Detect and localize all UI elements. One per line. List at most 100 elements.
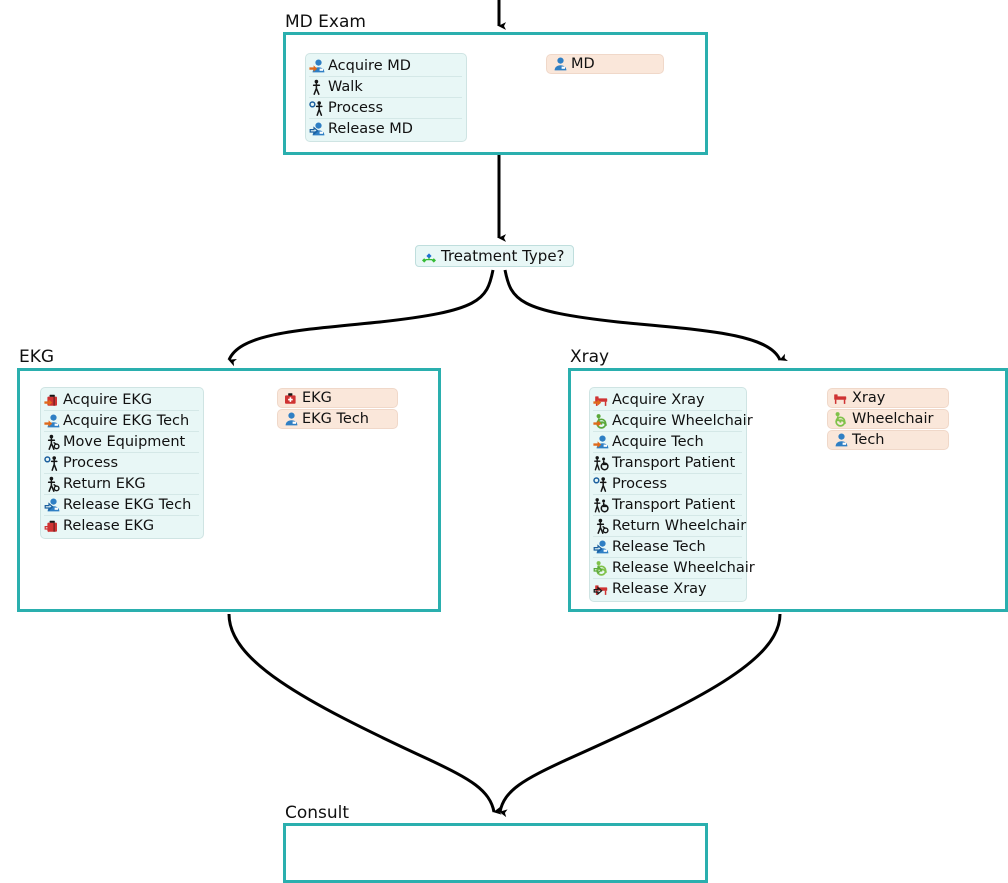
release-resource-icon — [309, 121, 325, 137]
transport-patient-icon — [593, 455, 609, 471]
activity-label: Process — [612, 476, 668, 492]
acquire-bed-icon — [593, 392, 609, 408]
activity-label: Acquire EKG — [63, 392, 153, 408]
resource-list-ekg[interactable]: EKG EKG Tech — [277, 388, 398, 430]
resource-label: Wheelchair — [852, 411, 934, 427]
resource-chip[interactable]: EKG — [277, 388, 398, 408]
activity-list-ekg[interactable]: Acquire EKG Acquire EKG Tech Move Equipm… — [40, 387, 204, 539]
lane-title-xray: Xray — [570, 347, 610, 367]
resource-chip[interactable]: EKG Tech — [277, 409, 398, 429]
acquire-resource-icon — [593, 434, 609, 450]
activity-row[interactable]: Move Equipment — [44, 432, 199, 453]
release-equipment-icon — [44, 518, 60, 534]
activity-row[interactable]: Process — [44, 453, 199, 474]
activity-label: Acquire Tech — [612, 434, 704, 450]
lane-title-consult: Consult — [285, 803, 350, 823]
activity-label: Walk — [328, 79, 363, 95]
activity-label: Return Wheelchair — [612, 518, 747, 534]
activity-list-xray[interactable]: Acquire Xray Acquire Wheelchair Acquire … — [589, 387, 755, 602]
activity-row[interactable]: Process — [593, 474, 742, 495]
activity-label: Release Tech — [612, 539, 706, 555]
activity-row[interactable]: Acquire EKG — [44, 390, 199, 411]
acquire-resource-icon — [44, 413, 60, 429]
lane-consult[interactable] — [283, 823, 708, 883]
activity-row[interactable]: Release EKG Tech — [44, 495, 199, 516]
activity-label: Move Equipment — [63, 434, 186, 450]
activity-label: Release Xray — [612, 581, 707, 597]
edge-xray-to-consult — [498, 613, 782, 818]
wheelchair-icon — [832, 411, 848, 427]
activity-label: Transport Patient — [612, 497, 736, 513]
activity-row[interactable]: Release EKG — [44, 516, 199, 536]
activity-label: Acquire MD — [328, 58, 411, 74]
activity-label: Transport Patient — [612, 455, 736, 471]
activity-row[interactable]: Release Xray — [593, 579, 742, 599]
activity-row[interactable]: Acquire Wheelchair — [593, 411, 753, 432]
activity-row[interactable]: Release MD — [309, 119, 462, 139]
move-equipment-icon — [44, 434, 60, 450]
activity-row[interactable]: Transport Patient — [593, 453, 742, 474]
activity-row[interactable]: Acquire Tech — [593, 432, 742, 453]
person-resource-icon — [282, 411, 298, 427]
resource-chip[interactable]: MD — [546, 54, 664, 74]
activity-label: Acquire EKG Tech — [63, 413, 190, 429]
diagram-canvas: MD Exam Acquire MD Walk Process — [17, 0, 1008, 883]
activity-row[interactable]: Release Tech — [593, 537, 742, 558]
resource-chip[interactable]: Tech — [827, 430, 949, 450]
activity-label: Acquire Xray — [612, 392, 705, 408]
activity-row[interactable]: Acquire Xray — [593, 390, 742, 411]
edge-decision-to-xray — [503, 269, 788, 361]
activity-row[interactable]: Return EKG — [44, 474, 199, 495]
acquire-resource-icon — [309, 58, 325, 74]
branch-icon — [421, 248, 437, 264]
process-icon — [44, 455, 60, 471]
activity-label: Release Wheelchair — [612, 560, 755, 576]
resource-chip[interactable]: Wheelchair — [827, 409, 949, 429]
activity-row[interactable]: Release Wheelchair — [593, 558, 755, 579]
activity-row[interactable]: Acquire EKG Tech — [44, 411, 199, 432]
activity-label: Process — [63, 455, 119, 471]
activity-row[interactable]: Return Wheelchair — [593, 516, 746, 537]
activity-label: Release EKG — [63, 518, 155, 534]
edge-ekg-to-consult — [227, 613, 502, 815]
activity-label: Release MD — [328, 121, 413, 137]
resource-chip[interactable]: Xray — [827, 388, 949, 408]
activity-label: Acquire Wheelchair — [612, 413, 753, 429]
move-equipment-icon — [593, 518, 609, 534]
lane-title-md-exam: MD Exam — [285, 12, 366, 32]
acquire-equipment-icon — [44, 392, 60, 408]
bed-icon — [832, 390, 848, 406]
person-resource-icon — [551, 56, 567, 72]
release-wheelchair-icon — [593, 560, 609, 576]
activity-row[interactable]: Process — [309, 98, 462, 119]
activity-label: Process — [328, 100, 384, 116]
edge-decision-to-ekg — [227, 269, 495, 367]
release-resource-icon — [44, 497, 60, 513]
resource-label: EKG Tech — [302, 411, 369, 427]
resource-list-md-exam[interactable]: MD — [546, 54, 664, 75]
activity-row[interactable]: Acquire MD — [309, 56, 462, 77]
acquire-wheelchair-icon — [593, 413, 609, 429]
process-icon — [593, 476, 609, 492]
walk-icon — [309, 79, 325, 95]
move-equipment-icon — [44, 476, 60, 492]
resource-label: Tech — [852, 432, 885, 448]
activity-label: Return EKG — [63, 476, 146, 492]
activity-list-md-exam[interactable]: Acquire MD Walk Process Release MD — [305, 53, 467, 142]
activity-row[interactable]: Walk — [309, 77, 462, 98]
medical-bag-icon — [282, 390, 298, 406]
person-resource-icon — [832, 432, 848, 448]
process-icon — [309, 100, 325, 116]
transport-patient-icon — [593, 497, 609, 513]
release-bed-icon — [593, 581, 609, 597]
lane-title-ekg: EKG — [19, 347, 55, 367]
activity-row[interactable]: Transport Patient — [593, 495, 742, 516]
decision-label: Treatment Type? — [441, 247, 565, 265]
decision-treatment-type[interactable]: Treatment Type? — [415, 245, 574, 267]
resource-label: Xray — [852, 390, 886, 406]
resource-label: MD — [571, 56, 595, 72]
resource-list-xray[interactable]: Xray Wheelchair Tech — [827, 388, 949, 451]
resource-label: EKG — [302, 390, 332, 406]
activity-label: Release EKG Tech — [63, 497, 192, 513]
release-resource-icon — [593, 539, 609, 555]
